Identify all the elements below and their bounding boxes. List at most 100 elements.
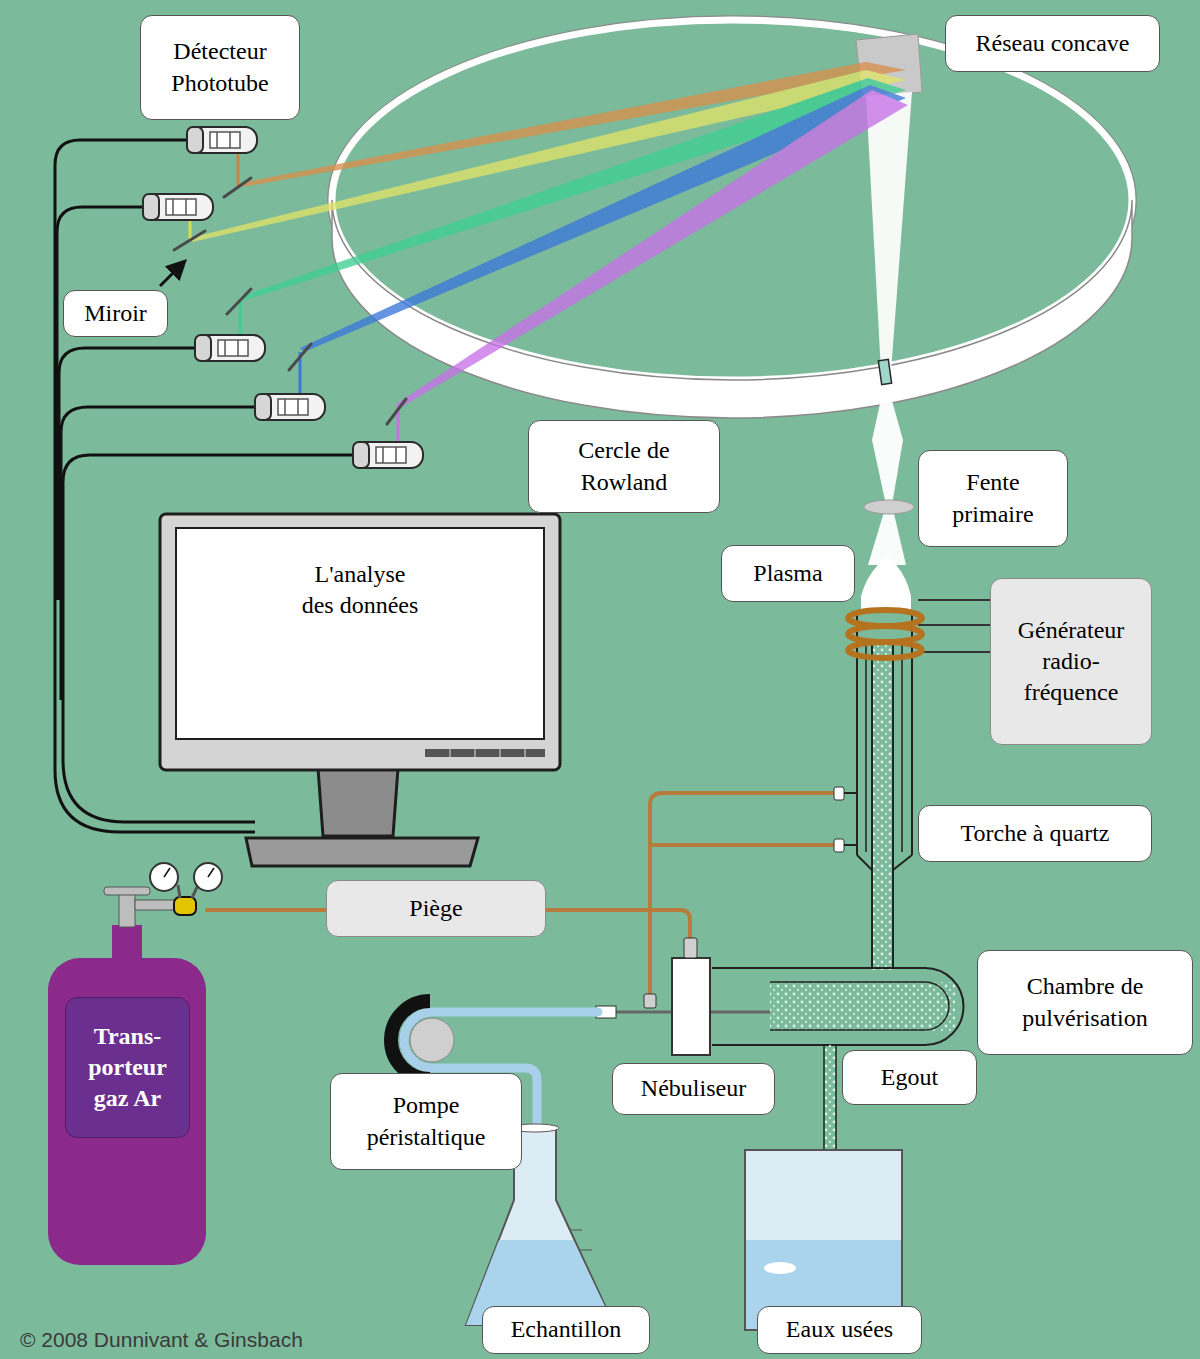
reflected-ray [190, 154, 398, 443]
reflected-ray [237, 154, 240, 186]
label-text: Egout [881, 1062, 938, 1093]
label-text: Cercle de Rowland [539, 435, 709, 497]
waste-beaker [745, 1150, 902, 1330]
dispersed-ray [300, 85, 906, 352]
quartz-torch [892, 640, 894, 968]
computer-monitor [318, 768, 398, 836]
nebulizer [644, 994, 656, 1008]
callout-box: Pompe péristaltique [330, 1073, 522, 1170]
label-text: Torche à quartz [961, 818, 1110, 849]
argon-cylinder [48, 958, 206, 1265]
entrance-slit [878, 359, 891, 384]
callout-box: Miroir [63, 290, 168, 337]
nebulizer [672, 958, 710, 1055]
callout-box: Chambre de pulvérisation [977, 950, 1193, 1055]
nebulizer [596, 938, 770, 1055]
callout-box: Torche à quartz [918, 805, 1152, 862]
label-text: Pompe péristaltique [341, 1090, 511, 1152]
quartz-torch [857, 855, 872, 870]
label-text: Nébuliseur [641, 1073, 746, 1104]
phototube-detector [187, 127, 257, 153]
mirror [224, 178, 251, 197]
label-text: Piège [409, 893, 462, 924]
waste-beaker [764, 1262, 796, 1274]
spray-chamber [770, 982, 949, 1030]
monitor-screen: L'analyse des données [175, 527, 545, 740]
quartz-torch [834, 787, 844, 800]
waste-beaker [745, 1150, 902, 1330]
argon-cylinder [150, 863, 178, 891]
phototube-detector [195, 335, 265, 361]
sample-flask [580, 1250, 592, 1251]
label-text: L'analyse des données [298, 559, 422, 621]
plasma-flame [861, 557, 911, 612]
copyright-note: © 2008 Dunnivant & Ginsbach [20, 1328, 303, 1352]
spray-chamber [770, 982, 955, 1032]
label-text: Trans- porteur gaz Ar [76, 1021, 179, 1115]
label-text: Echantillon [511, 1314, 622, 1345]
argon-line [650, 843, 834, 847]
rf-coil [918, 599, 992, 601]
label-text: Détecteur Phototube [151, 36, 289, 98]
callout-box: Fente primaire [918, 450, 1068, 547]
callout-box: Plasma [721, 545, 855, 602]
label-text: Fente primaire [929, 467, 1057, 529]
computer-monitor [450, 749, 451, 757]
detector-cable [57, 207, 143, 600]
computer-monitor [160, 514, 560, 866]
sample-flask [570, 1230, 582, 1231]
computer-monitor [475, 749, 476, 757]
peristaltic-pump [410, 1018, 454, 1062]
peristaltic-pump [391, 1001, 454, 1079]
argon-cylinder [174, 897, 196, 915]
callout-box: Détecteur Phototube [140, 15, 300, 120]
callout-box: Réseau concave [945, 15, 1160, 72]
rf-coil [918, 651, 992, 653]
argon-cylinder [48, 863, 222, 1265]
argon-cylinder [194, 863, 222, 891]
callout-box: Echantillon [482, 1306, 650, 1354]
mirror [227, 289, 251, 314]
quartz-torch [834, 839, 844, 852]
rf-coil [848, 600, 992, 658]
mirror-pointer [160, 262, 184, 286]
argon-cylinder [208, 868, 214, 877]
quartz-torch [872, 640, 893, 970]
label-text: Chambre de pulvérisation [988, 971, 1182, 1033]
callout-box: Nébuliseur [612, 1063, 775, 1115]
computer-monitor [246, 838, 478, 866]
argon-cylinder [119, 893, 135, 927]
quartz-torch [844, 792, 857, 794]
quartz-torch [844, 844, 857, 846]
plasma-flame [861, 557, 911, 612]
cylinder-label: Trans- porteur gaz Ar [65, 997, 190, 1138]
generator-box: Générateur radio- fréquence [990, 578, 1152, 745]
entrance-aperture [864, 500, 914, 514]
argon-cylinder [104, 887, 150, 895]
spray-chamber [712, 968, 964, 1045]
callout-box: Egout [842, 1050, 977, 1105]
label-text: Miroir [84, 298, 147, 329]
quartz-torch [893, 855, 912, 870]
rf-coil [848, 642, 922, 658]
light-beam [866, 92, 912, 565]
rowland-circle [328, 16, 1136, 418]
label-text: Générateur radio- fréquence [1001, 615, 1141, 709]
mirror-pointer [160, 262, 184, 286]
quartz-torch [901, 640, 903, 852]
mirror [387, 399, 406, 424]
dispersed-ray [242, 78, 906, 300]
quartz-torch [871, 640, 873, 968]
phototube-detector [255, 394, 325, 420]
quartz-torch [865, 640, 867, 852]
dispersed-ray [396, 90, 908, 408]
quartz-torch [834, 610, 912, 970]
label-text: Plasma [753, 558, 822, 589]
mirror [289, 344, 311, 370]
phototube-detector [143, 127, 423, 468]
entrance-slit [878, 359, 891, 384]
light-beam [868, 390, 906, 565]
computer-monitor [160, 514, 560, 770]
